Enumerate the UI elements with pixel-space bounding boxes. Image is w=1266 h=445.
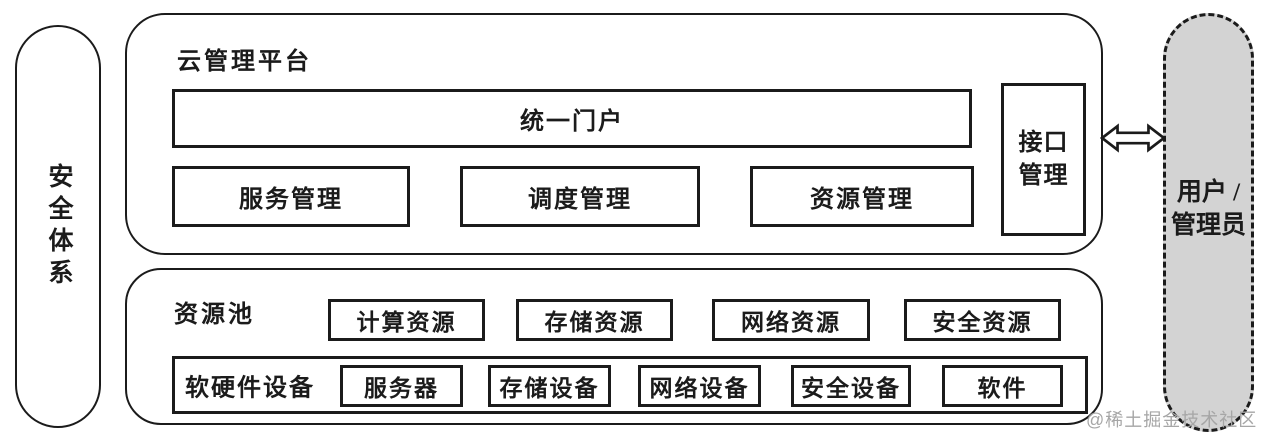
storage-device-box: 存储设备	[488, 365, 611, 407]
bidirectional-arrow-icon	[1100, 123, 1166, 153]
resource-pool-title: 资源池	[174, 302, 255, 328]
computing-resource-box: 计算资源	[328, 299, 485, 341]
interface-management-label: 接口管理	[1018, 130, 1069, 189]
hardware-software-box: 软硬件设备 服务器 存储设备 网络设备 安全设备 软件	[172, 356, 1088, 414]
cloud-platform-title: 云管理平台	[177, 49, 312, 75]
security-device-box: 安全设备	[791, 365, 911, 407]
user-admin-label: 用户 / 管理员	[1166, 176, 1251, 242]
security-system-pill: 安全体系	[15, 25, 101, 428]
interface-management-box: 接口管理	[1001, 83, 1086, 236]
service-management-box: 服务管理	[172, 166, 410, 227]
user-admin-label-line1: 用户 /	[1176, 179, 1241, 206]
watermark: @稀土掘金技术社区	[1086, 410, 1258, 430]
user-admin-pill: 用户 / 管理员	[1163, 13, 1254, 432]
unified-portal-box: 统一门户	[172, 89, 972, 148]
software-box: 软件	[942, 365, 1063, 407]
resource-management-box: 资源管理	[750, 166, 974, 227]
scheduling-management-box: 调度管理	[460, 166, 700, 227]
cloud-platform-container: 云管理平台 统一门户 服务管理 调度管理 资源管理 接口管理	[125, 13, 1103, 255]
network-resource-box: 网络资源	[712, 299, 870, 341]
user-admin-label-line2: 管理员	[1170, 212, 1246, 239]
storage-resource-box: 存储资源	[516, 299, 673, 341]
server-box: 服务器	[340, 365, 463, 407]
hardware-software-label: 软硬件设备	[185, 375, 315, 402]
security-resource-box: 安全资源	[904, 299, 1061, 341]
network-device-box: 网络设备	[638, 365, 761, 407]
resource-pool-container: 资源池 计算资源 存储资源 网络资源 安全资源 软硬件设备 服务器 存储设备 网…	[125, 268, 1103, 425]
security-system-label: 安全体系	[45, 162, 72, 291]
